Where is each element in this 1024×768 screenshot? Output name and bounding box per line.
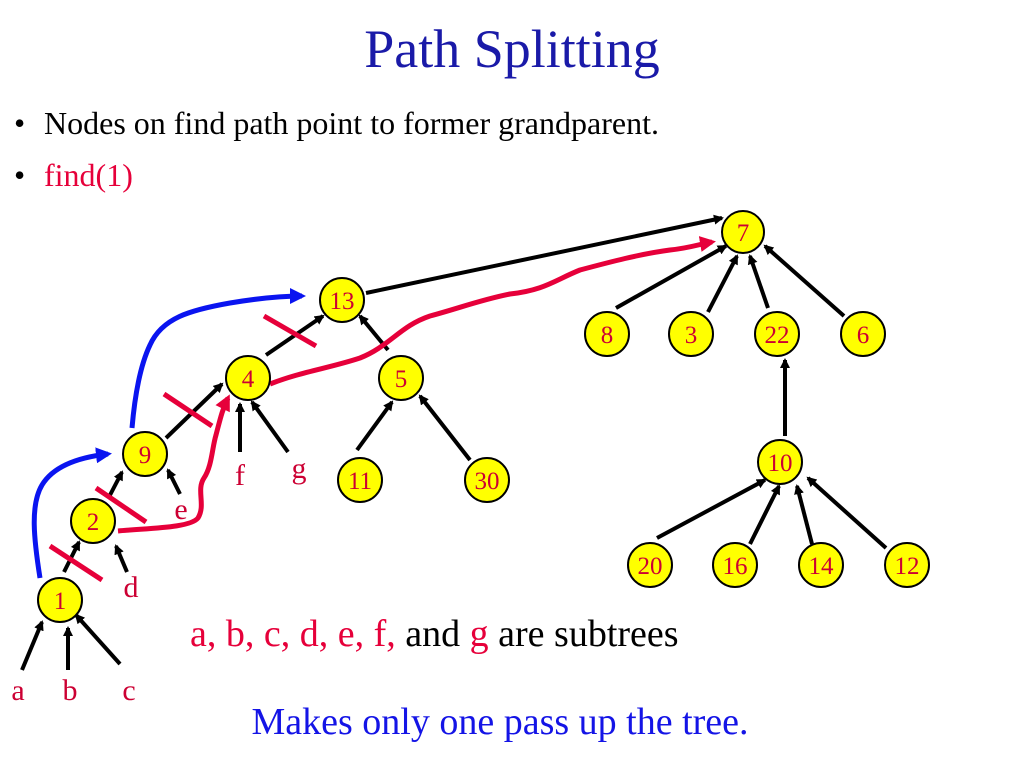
node-12: 12 <box>884 542 930 588</box>
subtree-label-a: a <box>11 674 24 707</box>
edge-12-to-10 <box>806 476 888 550</box>
edge-16-to-10 <box>748 484 781 545</box>
bullet-text: Nodes on find path point to former grand… <box>44 105 659 141</box>
caption-one-pass: Makes only one pass up the tree. <box>251 701 749 743</box>
svg-text:3: 3 <box>685 322 698 349</box>
edge-2-to-9 <box>107 470 124 498</box>
svg-text:8: 8 <box>601 322 614 349</box>
svg-text:20: 20 <box>638 553 663 580</box>
svg-text:2: 2 <box>87 509 100 536</box>
caption-and: and <box>405 613 461 655</box>
edge-3-to-7 <box>706 254 739 313</box>
node-2: 2 <box>70 498 116 544</box>
subtree-label-c: c <box>122 674 135 707</box>
svg-text:22: 22 <box>765 322 790 349</box>
tree-edges <box>20 214 888 671</box>
svg-text:7: 7 <box>737 220 750 247</box>
edge-g-to-4 <box>250 400 290 454</box>
caption-g: g <box>469 613 489 655</box>
new-pointer-4-to-7 <box>269 236 716 387</box>
edge-22-to-7 <box>747 254 770 309</box>
caption-are-subtrees: are subtrees <box>498 613 679 655</box>
edge-14-to-10 <box>794 484 814 545</box>
edge-c-to-1 <box>74 613 122 666</box>
subtree-label-f: f <box>235 459 245 492</box>
svg-text:4: 4 <box>242 366 255 393</box>
edge-13-to-7 <box>365 214 724 295</box>
edge-d-to-2 <box>114 544 129 573</box>
node-16: 16 <box>712 542 758 588</box>
svg-text:10: 10 <box>768 450 793 477</box>
node-11: 11 <box>337 457 383 503</box>
node-14: 14 <box>798 542 844 588</box>
svg-text:1: 1 <box>54 588 67 615</box>
split-mark-9-4 <box>162 391 214 429</box>
node-3: 3 <box>668 311 714 357</box>
bullet-marker: • <box>14 105 26 141</box>
bullet-nodes-on-find-path: • Nodes on find path point to former gran… <box>14 105 659 141</box>
subtree-label-e: e <box>174 493 187 526</box>
subtree-label-g: g <box>292 452 307 485</box>
node-10: 10 <box>757 439 803 485</box>
subtree-label-b: b <box>63 674 78 707</box>
node-9: 9 <box>122 431 168 477</box>
edge-e-to-9 <box>166 468 182 495</box>
edge-a-to-1 <box>20 620 44 671</box>
node-30: 30 <box>464 457 510 503</box>
svg-text:12: 12 <box>895 553 920 580</box>
split-marks <box>48 313 318 583</box>
split-mark-1-2 <box>48 543 104 583</box>
caption-subtree-list: a, b, c, d, e, f, <box>190 613 396 655</box>
edge-6-to-7 <box>763 244 846 318</box>
node-4: 4 <box>225 355 271 401</box>
new-pointer-9-to-13 <box>129 288 306 429</box>
svg-text:11: 11 <box>348 468 372 495</box>
svg-text:9: 9 <box>139 442 152 469</box>
node-13: 13 <box>319 277 365 323</box>
edge-8-to-7 <box>615 244 728 310</box>
bullet-text: find(1) <box>44 157 133 193</box>
edge-30-to-5 <box>418 394 472 462</box>
svg-text:5: 5 <box>395 366 408 393</box>
new-pointer-2-to-4 <box>117 394 231 534</box>
split-mark-4-13 <box>262 313 318 349</box>
node-5: 5 <box>378 355 424 401</box>
bullet-marker: • <box>14 157 26 193</box>
bullet-find-1: • find(1) <box>14 157 133 193</box>
svg-text:16: 16 <box>723 553 748 580</box>
split-mark-2-9 <box>94 485 148 525</box>
new-pointer-1-to-9 <box>31 447 112 579</box>
node-1: 1 <box>37 577 83 623</box>
edge-20-to-10 <box>656 478 767 540</box>
node-20: 20 <box>627 542 673 588</box>
node-8: 8 <box>584 311 630 357</box>
svg-text:13: 13 <box>330 288 355 315</box>
edge-11-to-5 <box>355 400 394 452</box>
node-7: 7 <box>721 210 765 254</box>
svg-text:30: 30 <box>475 468 500 495</box>
edge-1-to-2 <box>62 540 81 573</box>
svg-text:14: 14 <box>809 553 835 580</box>
slide-title: Path Splitting <box>364 19 660 79</box>
subtree-label-d: d <box>124 571 139 604</box>
node-22: 22 <box>754 311 800 357</box>
node-6: 6 <box>840 311 886 357</box>
svg-text:6: 6 <box>857 322 870 349</box>
